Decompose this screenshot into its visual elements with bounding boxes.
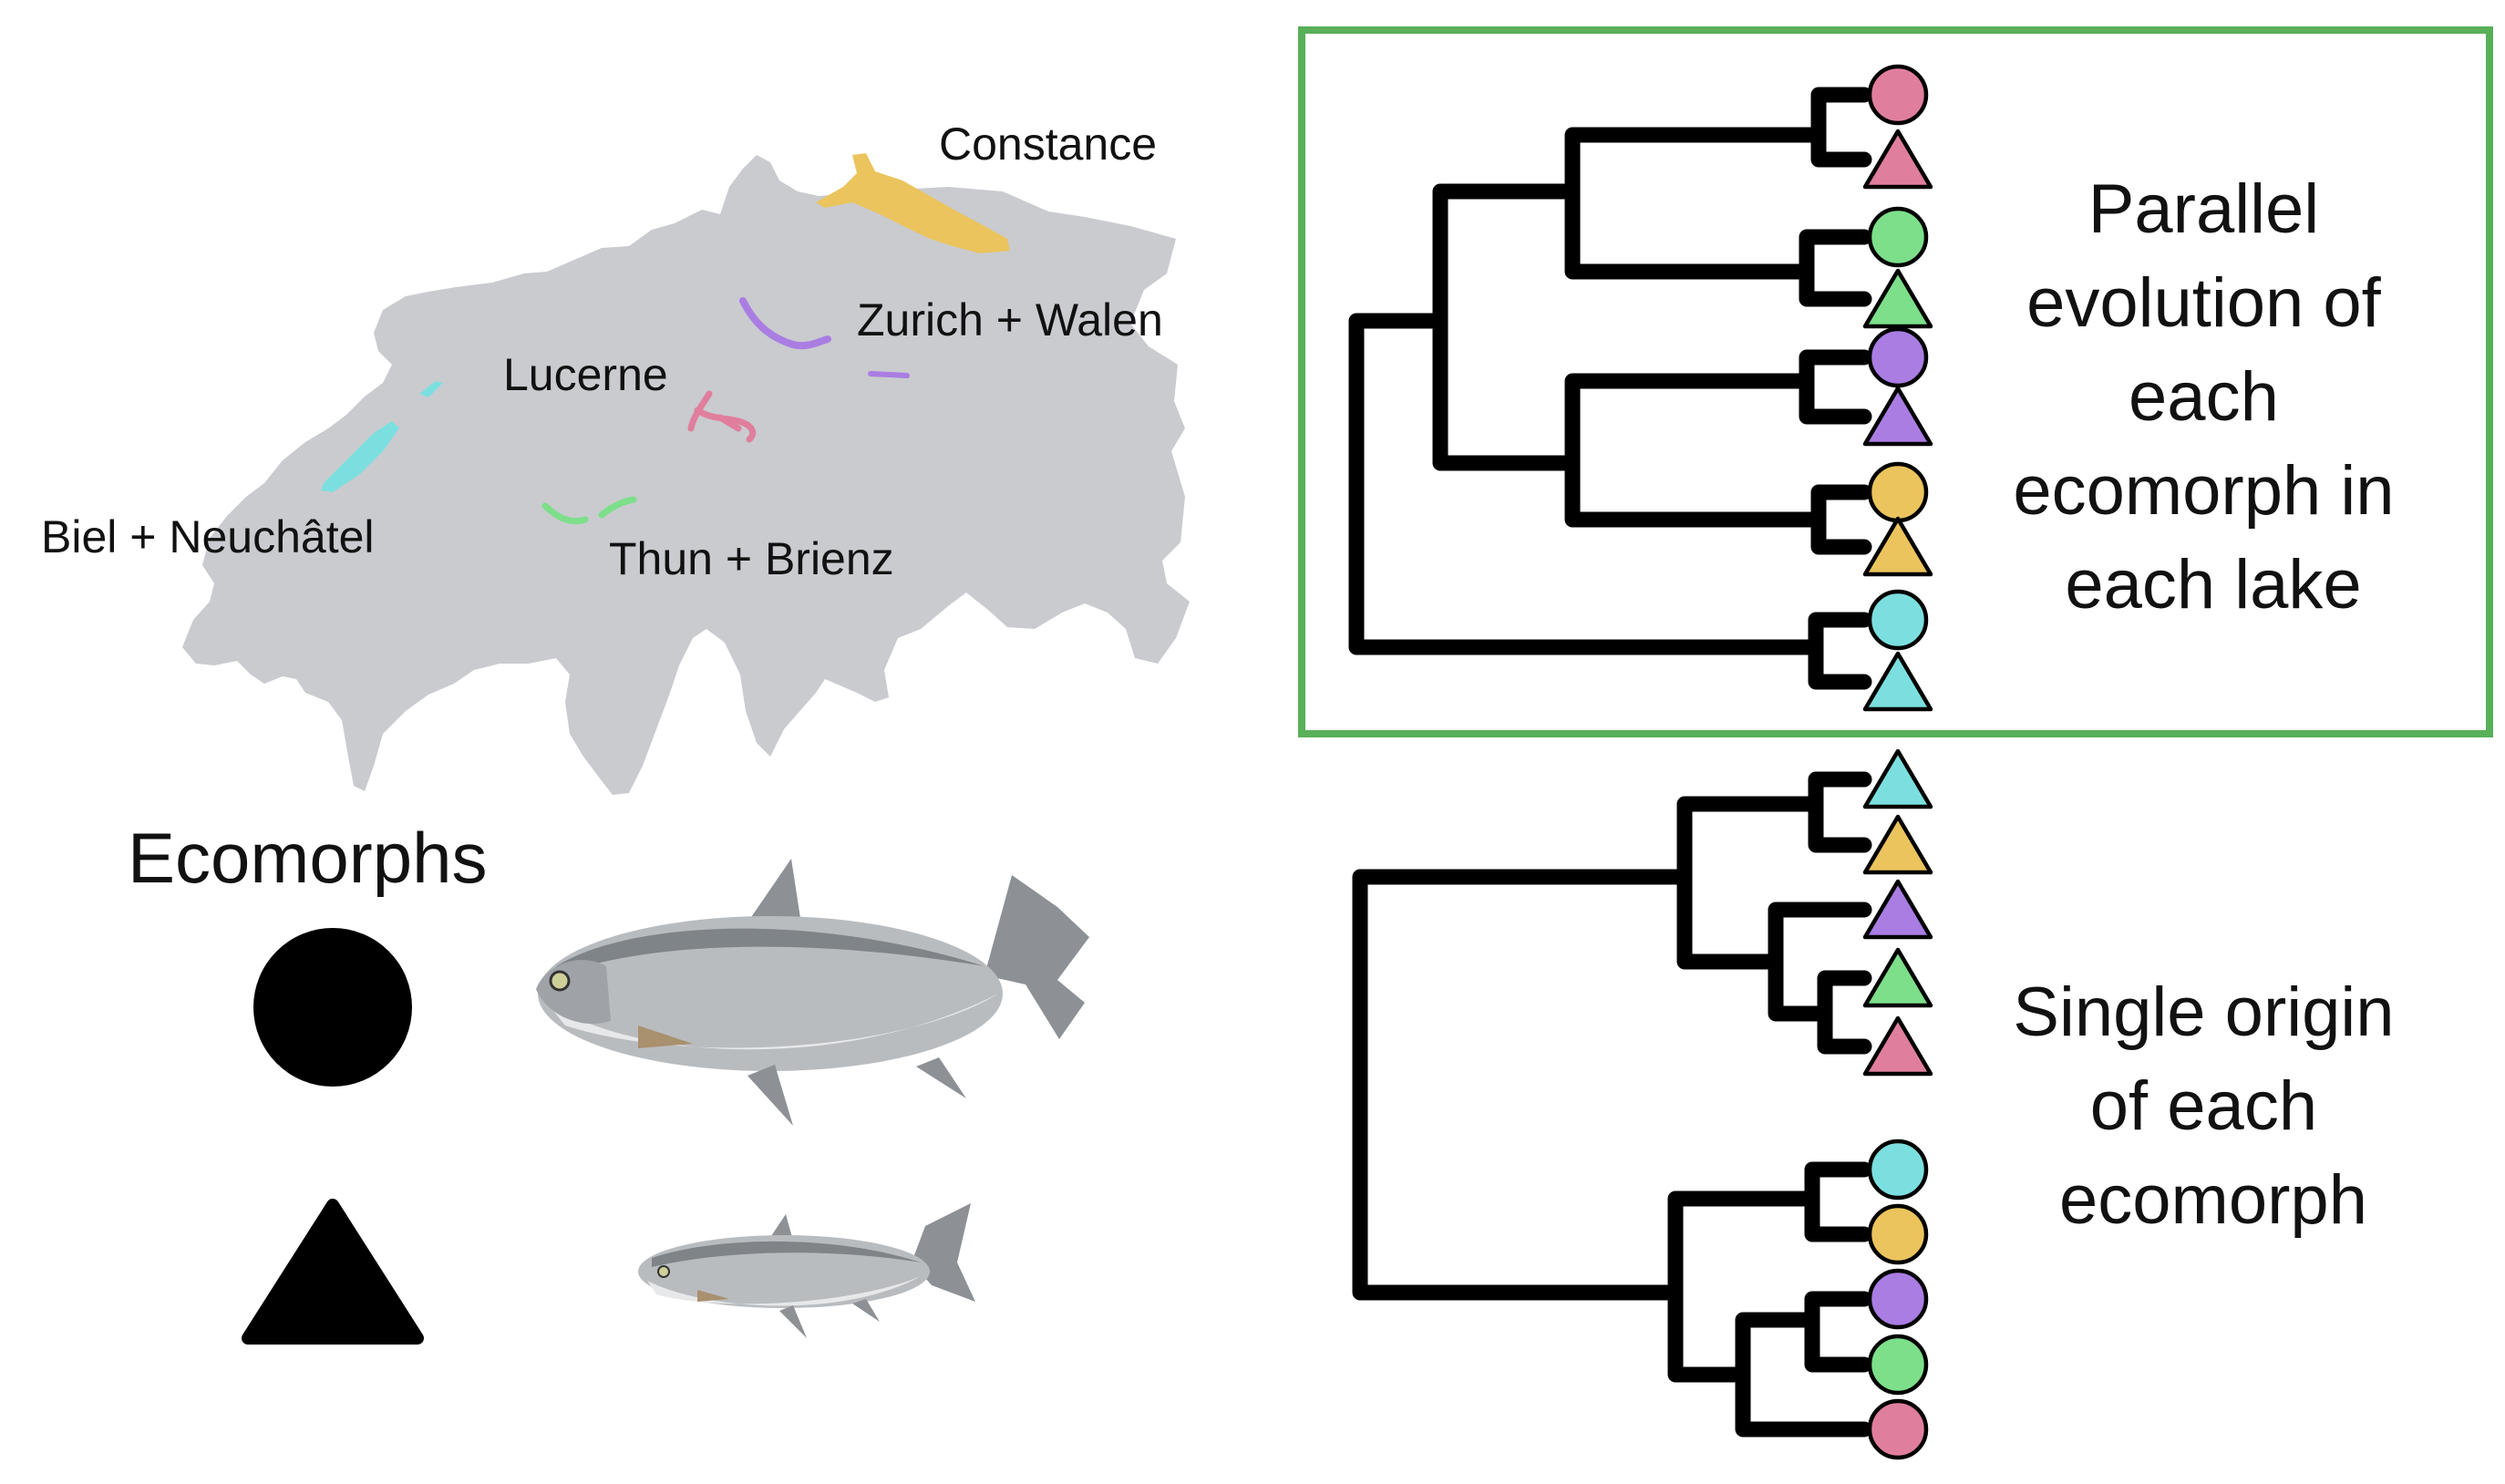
parallel-caption-line: ecomorph in — [2013, 452, 2394, 530]
legend-circle-symbol — [253, 928, 412, 1087]
parallel-caption-line: evolution of — [2026, 264, 2382, 342]
large-whitefish-illustration — [536, 859, 1089, 1126]
tip-yellow-triangle — [1862, 814, 1933, 875]
parallel-caption: Parallel evolution of each ecomorph in e… — [2013, 170, 2413, 623]
lake-walen — [868, 371, 910, 378]
tip-yellow-triangle — [1862, 516, 1933, 577]
tip-green-circle — [1867, 206, 1929, 268]
tip-yellow-circle — [1867, 1203, 1929, 1265]
lake-biel-neuchatel — [321, 381, 443, 492]
ecomorph-legend: Ecomorphs — [128, 818, 1089, 1345]
parallel-caption-line: each lake — [2065, 546, 2361, 623]
tip-green-triangle — [1862, 947, 1933, 1008]
switzerland-map: Constance Zurich + Walen Lucerne Biel + … — [41, 119, 1190, 795]
tip-cyan-triangle — [1862, 651, 1933, 712]
tip-pink-triangle — [1862, 129, 1933, 190]
parallel-caption-line: each — [2129, 358, 2279, 436]
single-caption-line: of each — [2090, 1067, 2317, 1145]
tip-pink-circle — [1867, 64, 1929, 126]
tip-pink-triangle — [1862, 1015, 1933, 1077]
tip-yellow-circle — [1867, 461, 1929, 523]
tip-cyan-triangle — [1862, 748, 1933, 809]
lake-zurich-walen — [739, 297, 831, 350]
parallel-evolution-frame — [1298, 26, 2493, 737]
single-origin-caption: Single origin of each ecomorph — [2013, 974, 2413, 1239]
single-caption-line: Single origin — [2013, 974, 2394, 1051]
lake-label-constance: Constance — [939, 119, 1157, 170]
tip-green-triangle — [1862, 268, 1933, 329]
tip-purple-triangle — [1862, 386, 1933, 447]
parallel-caption-line: Parallel — [2088, 170, 2319, 248]
switzerland-outline — [182, 155, 1190, 795]
tip-purple-circle — [1867, 1268, 1929, 1330]
single-origin-tree — [1352, 771, 1872, 1438]
tip-pink-circle — [1867, 1398, 1929, 1460]
lake-label-zurich-walen: Zurich + Walen — [857, 294, 1163, 345]
lake-thun-brienz — [541, 496, 637, 525]
legend-triangle-symbol — [242, 1199, 424, 1345]
lake-label-thun-brienz: Thun + Brienz — [609, 533, 894, 584]
legend-title: Ecomorphs — [128, 818, 488, 898]
tip-cyan-circle — [1867, 1139, 1929, 1201]
lake-label-biel-neuchatel: Biel + Neuchâtel — [41, 511, 375, 562]
parallel-tree-tips — [1862, 64, 1933, 712]
tip-cyan-circle — [1867, 589, 1929, 651]
small-whitefish-illustration — [638, 1203, 975, 1338]
tip-purple-circle — [1867, 326, 1929, 388]
lake-label-lucerne: Lucerne — [503, 349, 668, 400]
lake-lucerne — [687, 390, 757, 443]
lake-constance — [816, 153, 1010, 253]
single-caption-line: ecomorph — [2059, 1161, 2367, 1239]
parallel-evolution-tree — [1348, 87, 1872, 690]
single-tree-tips — [1862, 748, 1933, 1460]
tip-green-circle — [1867, 1334, 1929, 1396]
tip-purple-triangle — [1862, 879, 1933, 940]
